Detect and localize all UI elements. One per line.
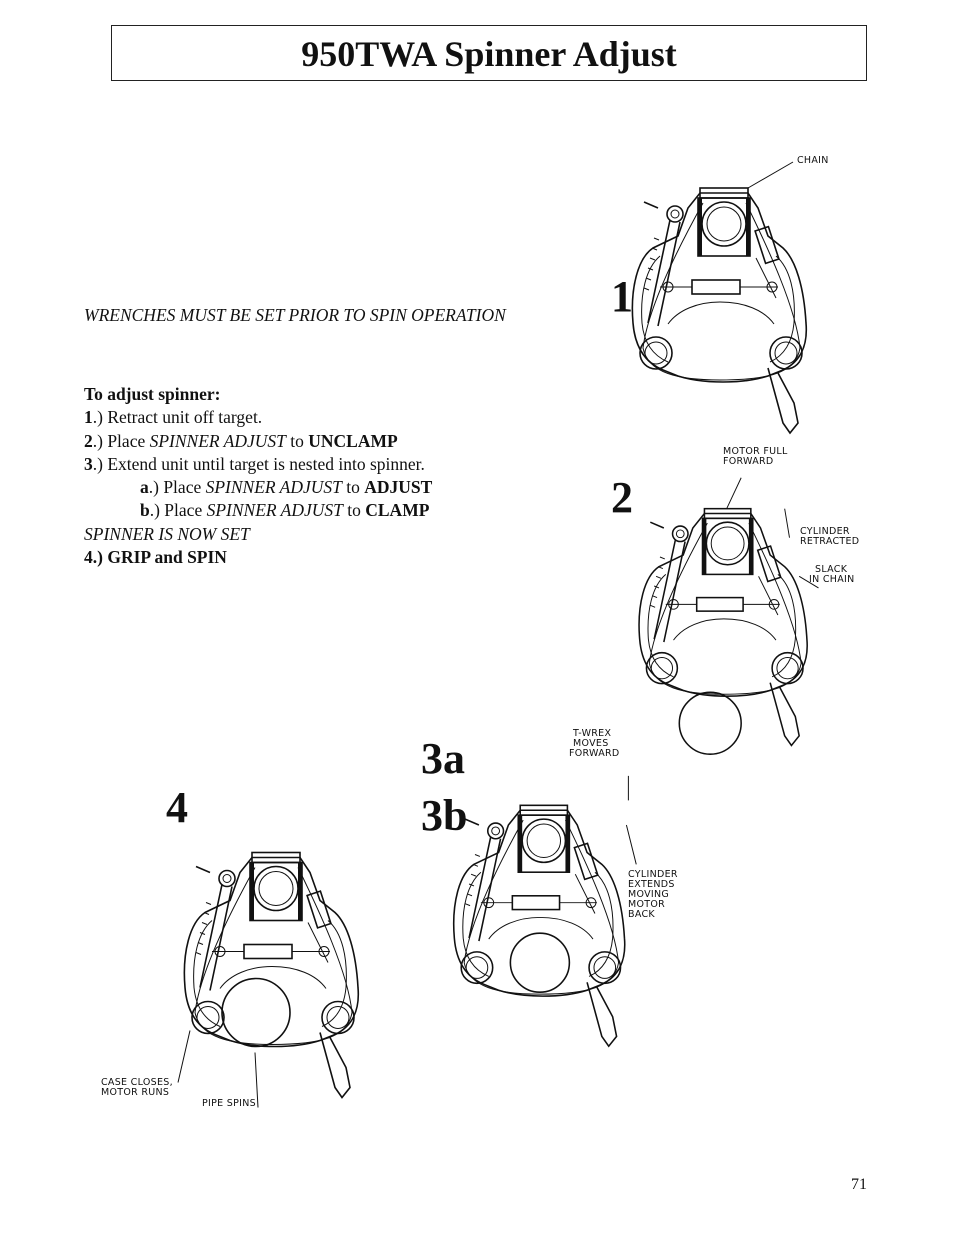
figure-2-label: 2 <box>611 473 633 522</box>
figure-1-label: 1 <box>611 272 633 321</box>
step-3a: a.) Place SPINNER ADJUST to ADJUST <box>84 476 432 499</box>
step-3b: b.) Place SPINNER ADJUST to CLAMP <box>84 499 432 522</box>
figure-3-callout-cylinder-2: EXTENDS <box>628 879 675 890</box>
step-2-state: UNCLAMP <box>308 430 398 451</box>
figure-3-callout-twrex-2: MOVES <box>573 738 609 749</box>
step-3a-letter: a <box>140 477 149 498</box>
figure-3-drawing <box>452 775 637 1048</box>
step-3a-control: SPINNER ADJUST <box>205 477 342 498</box>
step-3: 3.) Extend unit until target is nested i… <box>84 453 432 476</box>
figure-4-callout-case-2: MOTOR RUNS <box>101 1087 170 1098</box>
figure-3a-label: 3a <box>421 734 465 783</box>
step-2-pre: .) Place <box>92 430 150 451</box>
figure-4-callout-case-1: CASE CLOSES, <box>101 1077 173 1088</box>
figure-2-drawing <box>638 477 819 755</box>
figure-3-callout-twrex-3: FORWARD <box>569 748 620 759</box>
step-2: 2.) Place SPINNER ADJUST to UNCLAMP <box>84 430 432 453</box>
figure-1-drawing <box>631 161 808 434</box>
step-3a-mid: to <box>341 477 365 498</box>
title-box: 950TWA Spinner Adjust <box>111 25 867 81</box>
figure-2-callout-motor-2: FORWARD <box>723 456 774 467</box>
step-3b-pre: .) Place <box>149 500 207 521</box>
page-number: 71 <box>851 1176 867 1193</box>
step-3-text: .) Extend unit until target is nested in… <box>92 453 425 474</box>
warning-text: WRENCHES MUST BE SET PRIOR TO SPIN OPERA… <box>84 305 506 325</box>
figure-2-callout-slack-1: SLACK <box>815 564 848 575</box>
figure-3-callout-cylinder-1: CYLINDER <box>628 869 678 880</box>
instructions-heading: To adjust spinner: <box>84 384 221 404</box>
figure-2-callout-cylinder-1: CYLINDER <box>800 526 850 537</box>
step-3a-state: ADJUST <box>364 477 433 498</box>
figure-3-callout-twrex-1: T-WREX <box>573 728 612 739</box>
spinner-set-note: SPINNER IS NOW SET <box>84 523 250 544</box>
step-3b-letter: b <box>140 500 150 521</box>
step-3a-pre: .) Place <box>148 477 206 498</box>
step-4: 4.) GRIP and SPIN <box>84 547 227 568</box>
figure-3-callout-cylinder-3: MOVING <box>628 889 670 900</box>
figure-3-callout-cylinder-4: MOTOR <box>628 899 666 910</box>
page-title: 950TWA Spinner Adjust <box>301 34 677 74</box>
figure-2-callout-cylinder-2: RETRACTED <box>800 536 860 547</box>
step-2-control: SPINNER ADJUST <box>149 430 286 451</box>
step-1-text: .) Retract unit off target. <box>92 407 263 428</box>
step-3b-mid: to <box>342 500 366 521</box>
figure-3-callout-cylinder-5: BACK <box>628 909 655 920</box>
step-1-number: 1 <box>84 407 93 428</box>
figure-2-callout-motor-1: MOTOR FULL <box>723 446 788 457</box>
step-3b-control: SPINNER ADJUST <box>206 500 343 521</box>
figure-1-callout-chain: CHAIN <box>797 155 829 166</box>
figure-4-callout-pipe-spins: PIPE SPINS <box>202 1098 256 1109</box>
instructions: To adjust spinner: 1.) Retract unit off … <box>84 383 432 569</box>
step-1: 1.) Retract unit off target. <box>84 406 432 429</box>
step-2-number: 2 <box>84 430 93 451</box>
step-3b-state: CLAMP <box>365 500 430 521</box>
step-3-number: 3 <box>84 453 93 474</box>
figure-3b-label: 3b <box>421 791 468 840</box>
figure-4-drawing <box>177 851 360 1108</box>
step-2-mid: to <box>285 430 309 451</box>
figure-4-label: 4 <box>166 783 188 832</box>
figure-2-callout-slack-2: IN CHAIN <box>809 574 855 585</box>
